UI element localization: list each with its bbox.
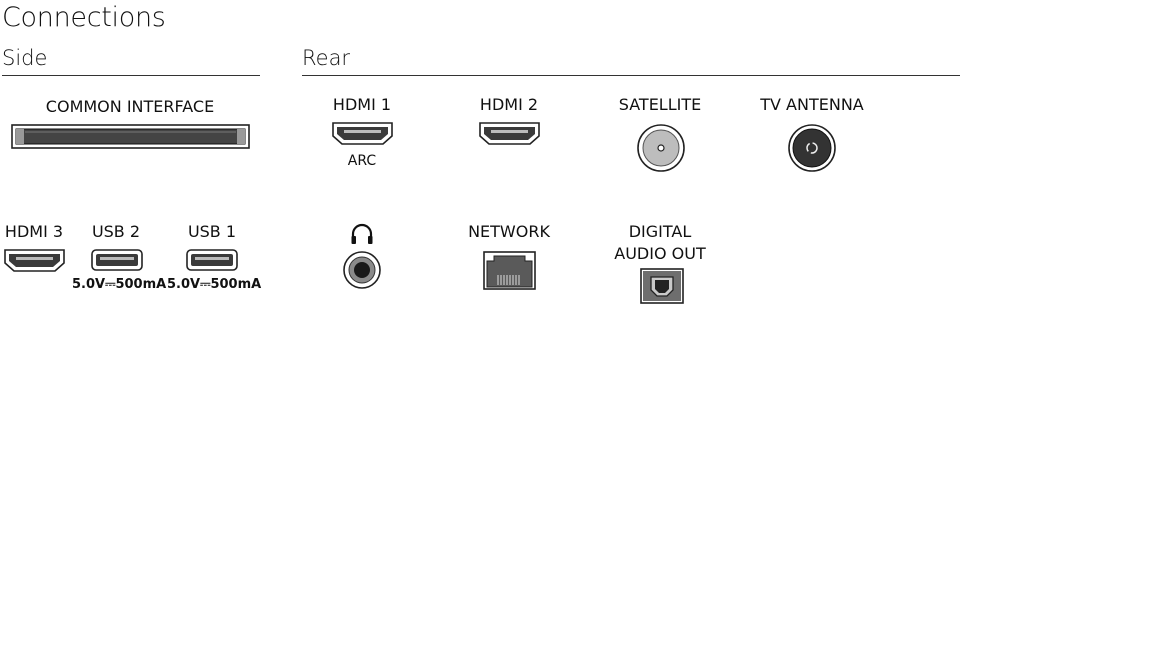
- hdmi1-label: HDMI 1: [332, 95, 392, 114]
- hdmi-port-icon: [479, 122, 540, 145]
- page-title: Connections: [2, 2, 166, 33]
- hdmi3-label: HDMI 3: [4, 222, 64, 241]
- audio-jack-icon: [343, 251, 381, 289]
- satellite-label: SATELLITE: [618, 95, 702, 114]
- usb-port-icon: [91, 249, 143, 271]
- section-side-header: Side: [2, 46, 48, 70]
- hdmi-port-icon: [4, 249, 65, 272]
- coax-port-icon: [637, 124, 685, 172]
- digital-audio-out-label-line1: DIGITAL: [628, 222, 692, 241]
- optical-port-icon: [640, 268, 684, 304]
- section-side-divider: [2, 75, 260, 76]
- coax-port-icon: [788, 124, 836, 172]
- usb1-label: USB 1: [187, 222, 237, 241]
- hdmi-port-icon: [332, 122, 393, 145]
- digital-audio-out-label-line2: AUDIO OUT: [614, 244, 706, 263]
- usb2-label: USB 2: [91, 222, 141, 241]
- section-rear-header: Rear: [302, 46, 351, 70]
- hdmi1-arc-note: ARC: [347, 153, 377, 169]
- ci-slot-icon: [11, 124, 250, 149]
- hdmi2-label: HDMI 2: [479, 95, 539, 114]
- tv-antenna-label: TV ANTENNA: [760, 95, 864, 114]
- common-interface-label: COMMON INTERFACE: [45, 97, 215, 116]
- network-label: NETWORK: [468, 222, 550, 241]
- usb2-power-rating: 5.0V⎓500mA: [72, 277, 167, 292]
- section-rear-divider: [302, 75, 960, 76]
- usb1-power-rating: 5.0V⎓500mA: [167, 277, 262, 292]
- headphone-icon: [351, 223, 373, 244]
- ethernet-port-icon: [483, 251, 536, 290]
- usb-port-icon: [186, 249, 238, 271]
